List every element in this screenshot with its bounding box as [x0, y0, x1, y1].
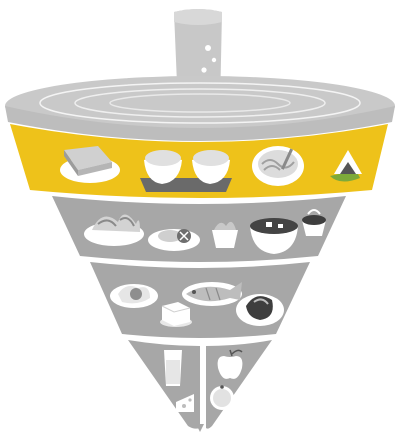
tier-side-dishes	[52, 196, 346, 262]
fish-icon	[182, 282, 242, 306]
tier-fruits	[206, 340, 272, 429]
milk-glass-icon	[164, 350, 182, 386]
tier-milk-dairy	[128, 340, 200, 429]
fried-egg-icon	[110, 284, 158, 308]
tier-main-dishes	[90, 262, 310, 338]
meat-dish-icon	[236, 294, 284, 326]
stir-fry-icon	[148, 229, 200, 251]
noodle-bowl-icon	[252, 146, 304, 186]
top-disc	[5, 76, 395, 141]
